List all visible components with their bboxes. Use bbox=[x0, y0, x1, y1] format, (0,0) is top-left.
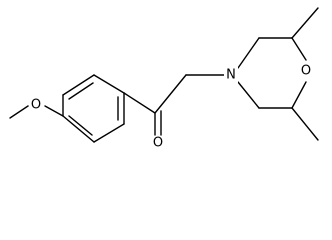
structure-diagram: O O N O bbox=[9, 7, 319, 151]
benzene-ring bbox=[62, 74, 125, 143]
atom-label-carbonyl-oxygen: O bbox=[151, 136, 165, 151]
atom-label-ring-oxygen: O bbox=[299, 62, 313, 80]
svg-text:O: O bbox=[301, 64, 311, 79]
ketone-linker bbox=[123, 74, 225, 136]
svg-text:O: O bbox=[153, 136, 163, 151]
morpholine-ring bbox=[237, 7, 319, 141]
atom-label-methoxy-oxygen: O bbox=[29, 97, 43, 113]
svg-text:O: O bbox=[31, 98, 41, 113]
methoxy-group bbox=[9, 105, 64, 119]
svg-text:N: N bbox=[226, 68, 236, 83]
atom-label-nitrogen: N bbox=[224, 67, 238, 83]
